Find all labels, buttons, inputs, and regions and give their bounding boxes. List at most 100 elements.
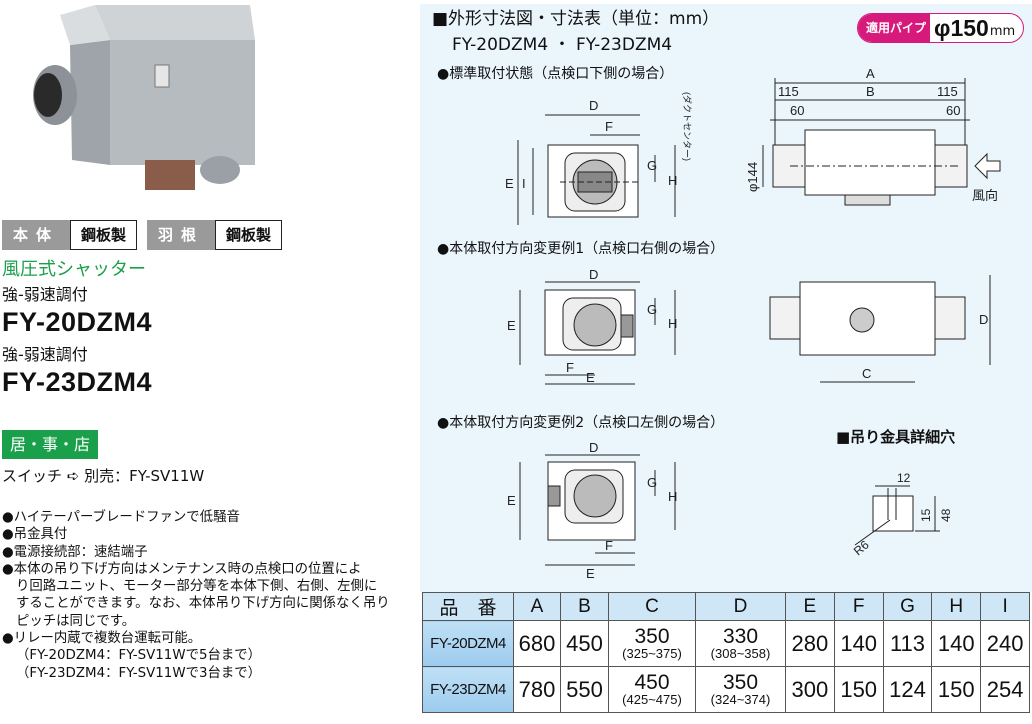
shutter-type: 風圧式シャッター bbox=[2, 259, 146, 280]
blade-material: 鋼板製 bbox=[215, 220, 282, 250]
hanger-title: ■吊り金具詳細穴 bbox=[836, 428, 956, 446]
dim-h: H bbox=[668, 316, 677, 331]
dim-e: E bbox=[505, 176, 514, 191]
dimension-models: FY-20DZM4 ・ FY-23DZM4 bbox=[452, 35, 673, 55]
dim-b: B bbox=[866, 84, 875, 99]
dim-d: D bbox=[589, 440, 598, 455]
feature-item: ●本体の吊り下げ方向はメンテナンス時の点検口の位置によ bbox=[2, 561, 362, 577]
dim-e: E bbox=[507, 318, 516, 333]
front-view-variant-1 bbox=[519, 281, 676, 385]
material-tags: 本体 鋼板製 羽根 鋼板製 bbox=[2, 220, 282, 250]
side-view-variant-1 bbox=[769, 275, 991, 383]
cell-d-value: 330 bbox=[722, 624, 759, 648]
duct-center-label: (ダクトセンター) bbox=[682, 92, 693, 161]
header-d: D bbox=[695, 592, 786, 621]
dim-i: I bbox=[522, 176, 526, 191]
header-f: F bbox=[833, 592, 884, 621]
cell-model: FY-20DZM4 bbox=[422, 620, 514, 667]
dim-phi144: φ144 bbox=[745, 162, 760, 192]
cell-h: 140 bbox=[931, 620, 982, 667]
dim-e: E bbox=[507, 493, 516, 508]
table-header: 品 番 A B C D E F G H I bbox=[422, 592, 1030, 621]
cell-f: 140 bbox=[833, 620, 884, 667]
dim-e-bottom: E bbox=[586, 566, 595, 581]
cell-c-value: 350 bbox=[634, 624, 670, 648]
feature-item: することができます。なお、本体吊り下げ方向に関係なく吊り bbox=[16, 596, 390, 612]
dim-d: D bbox=[589, 267, 598, 282]
feature-item: ●吊金具付 bbox=[2, 527, 68, 543]
model-2-feature: 強-弱速調付 bbox=[2, 345, 88, 364]
dimension-drawings: D F G H E I (ダクトセンター) A B 115 115 60 60 … bbox=[505, 66, 1001, 581]
front-view-standard bbox=[517, 114, 676, 225]
pipe-unit: mm bbox=[989, 23, 1016, 39]
section-standard: ●標準取付状態（点検口下側の場合） bbox=[437, 66, 674, 82]
header-g: G bbox=[882, 592, 933, 621]
cell-a: 780 bbox=[513, 666, 561, 713]
header-model: 品 番 bbox=[422, 592, 514, 621]
body-label: 本体 bbox=[2, 220, 70, 250]
cell-c: 450(425~475) bbox=[608, 666, 696, 713]
dim-e-bottom: E bbox=[586, 370, 595, 385]
header-i: I bbox=[980, 592, 1030, 621]
dim-h: H bbox=[668, 489, 677, 504]
cell-h: 150 bbox=[931, 666, 982, 713]
cell-c-value: 450 bbox=[634, 670, 670, 694]
feature-item: ●リレー内蔵で複数台運転可能。 bbox=[2, 631, 202, 647]
pipe-badge-label: 適用パイプ bbox=[858, 14, 931, 42]
model-2-name: FY-23DZM4 bbox=[2, 367, 153, 397]
feature-list: ●ハイテーパーブレードファンで低騒音 ●吊金具付 ●電源接続部：速結端子 ●本体… bbox=[2, 509, 422, 682]
feature-item: ●ハイテーパーブレードファンで低騒音 bbox=[2, 510, 240, 525]
cell-c-range: (325~375) bbox=[622, 645, 682, 661]
dimension-table: 品 番 A B C D E F G H I FY-20DZM4 680 450 … bbox=[422, 592, 1030, 713]
dim-a: A bbox=[866, 66, 875, 81]
dim-115-right: 115 bbox=[937, 84, 958, 99]
feature-item: り回路ユニット、モーター部分等を本体下側、右側、左側に bbox=[16, 579, 378, 595]
section-variant-2: ●本体取付方向変更例2（点検口左側の場合） bbox=[437, 415, 725, 431]
dim-115-left: 115 bbox=[778, 84, 799, 99]
cell-d-range: (308~358) bbox=[710, 645, 771, 661]
dim-c: C bbox=[862, 366, 871, 381]
cell-c-range: (425~475) bbox=[622, 691, 682, 707]
header-h: H bbox=[931, 592, 982, 621]
cell-d-value: 350 bbox=[722, 670, 759, 694]
model-1-name: FY-20DZM4 bbox=[2, 307, 153, 337]
dim-f: F bbox=[605, 538, 613, 553]
dim-d-side: D bbox=[979, 312, 988, 327]
usage-badge: 居・事・店 bbox=[2, 430, 98, 459]
hanger-hole-detail bbox=[854, 485, 940, 546]
blade-label: 羽根 bbox=[147, 220, 215, 250]
dim-g: G bbox=[647, 475, 657, 490]
feature-item: ●電源接続部：速結端子 bbox=[2, 544, 148, 560]
dim-f: F bbox=[566, 360, 574, 375]
body-material: 鋼板製 bbox=[70, 220, 137, 250]
cell-i: 240 bbox=[980, 620, 1030, 667]
dim-d: D bbox=[589, 98, 598, 113]
dim-g: G bbox=[647, 302, 657, 317]
dimension-title: ■外形寸法図・寸法表（単位：mm） bbox=[432, 9, 720, 29]
cell-a: 680 bbox=[513, 620, 561, 667]
dim-g: G bbox=[647, 158, 657, 173]
cell-i: 254 bbox=[980, 666, 1030, 713]
pipe-diameter: φ150 bbox=[934, 14, 989, 41]
pipe-badge: 適用パイプ φ150 mm bbox=[857, 13, 1025, 43]
cell-b: 550 bbox=[560, 666, 609, 713]
feature-item: ピッチは同じです。 bbox=[16, 613, 136, 629]
table-row: FY-20DZM4 680 450 350(325~375) 330(308~3… bbox=[422, 620, 1030, 667]
cell-g: 113 bbox=[882, 620, 933, 667]
section-variant-1: ●本体取付方向変更例1（点検口右側の場合） bbox=[437, 241, 725, 257]
cell-d-range: (324~374) bbox=[710, 691, 771, 707]
side-view-standard bbox=[762, 78, 1001, 206]
cell-model: FY-23DZM4 bbox=[422, 666, 514, 713]
feature-item: （FY-20DZM4：FY-SV11Wで5台まで） bbox=[16, 648, 262, 664]
dim-60-right: 60 bbox=[946, 103, 960, 118]
table-row: FY-23DZM4 780 550 450(425~475) 350(324~3… bbox=[422, 666, 1030, 713]
cell-f: 150 bbox=[833, 666, 884, 713]
cell-b: 450 bbox=[560, 620, 609, 667]
header-b: B bbox=[560, 592, 609, 621]
header-a: A bbox=[513, 592, 561, 621]
model-1-feature: 強-弱速調付 bbox=[2, 285, 88, 304]
cell-e: 300 bbox=[785, 666, 835, 713]
cell-d: 350(324~374) bbox=[695, 666, 786, 713]
dim-12: 12 bbox=[897, 471, 911, 485]
product-photo bbox=[33, 5, 255, 190]
